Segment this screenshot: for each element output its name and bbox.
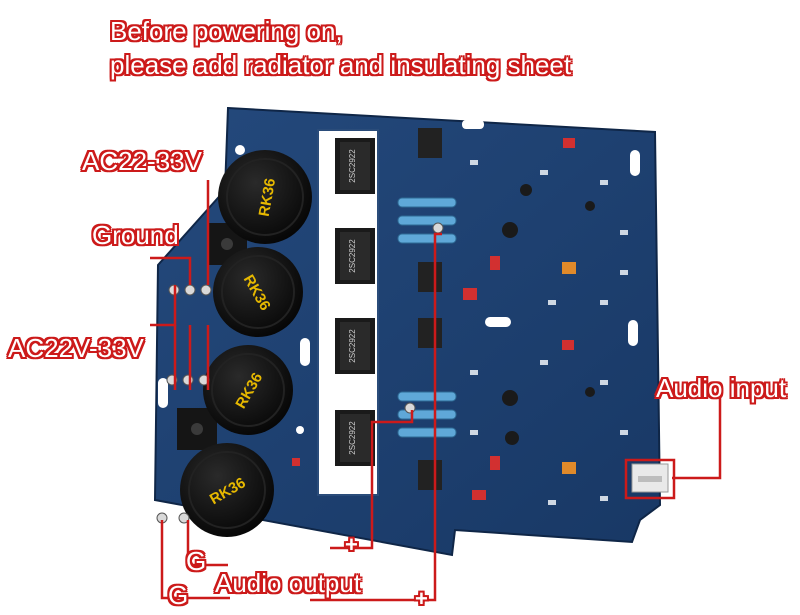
mounting-slot (485, 317, 511, 327)
label-plus-upper: + (345, 532, 358, 557)
mounting-slot (462, 120, 484, 129)
mounting-hole (296, 426, 304, 434)
callout-lines (150, 180, 722, 602)
label-ground-lower: G (168, 580, 189, 610)
svg-text:2SC2922: 2SC2922 (348, 239, 357, 273)
warning-notice-line-1: Before powering on, (110, 16, 343, 46)
trimpot (562, 262, 576, 274)
label-ac-bottom: AC22V-33V (8, 333, 144, 363)
red-components (292, 138, 575, 500)
driver-heatsink (418, 318, 442, 348)
smd-parts (470, 160, 628, 505)
power-transistor-2: 2SC2922 (335, 228, 375, 284)
svg-text:2SC2922: 2SC2922 (348, 149, 357, 183)
mounting-hole (235, 145, 245, 155)
mounting-slot (158, 378, 168, 408)
svg-text:2SC2922: 2SC2922 (348, 421, 357, 455)
trimpot (562, 462, 576, 474)
driver-heatsink (418, 262, 442, 292)
driver-heatsink (418, 128, 442, 158)
capacitor-2: RK36 (213, 247, 303, 337)
label-ground-upper: G (186, 546, 207, 576)
small-capacitors (502, 184, 595, 445)
audio-input-connector-pins (638, 476, 662, 482)
power-transistor-3: 2SC2922 (335, 318, 375, 374)
audio-input-highlight (624, 458, 676, 500)
capacitor-1: RK36 (218, 150, 312, 244)
capacitor-4: RK36 (180, 443, 274, 537)
power-transistor-1: 2SC2922 (335, 138, 375, 194)
label-ground: Ground (92, 220, 179, 250)
svg-text:2SC2922: 2SC2922 (348, 329, 357, 363)
label-audio-input: Audio input (656, 373, 787, 403)
power-transistor-4: 2SC2922 (335, 410, 375, 466)
warning-notice-line-2: please add radiator and insulating sheet (110, 50, 572, 80)
bridge-rectifier-hole (191, 423, 203, 435)
label-plus-lower: + (415, 586, 428, 611)
bridge-rectifier-hole (221, 238, 233, 250)
mounting-slot (630, 150, 640, 176)
driver-heatsink (418, 460, 442, 490)
mounting-slot (300, 338, 310, 366)
label-audio-output: Audio output (215, 568, 362, 598)
label-ac-top: AC22-33V (82, 146, 202, 176)
capacitor-marking: RK36 (256, 177, 279, 218)
capacitor-3: RK36 (203, 345, 293, 435)
mounting-slot (628, 320, 638, 346)
